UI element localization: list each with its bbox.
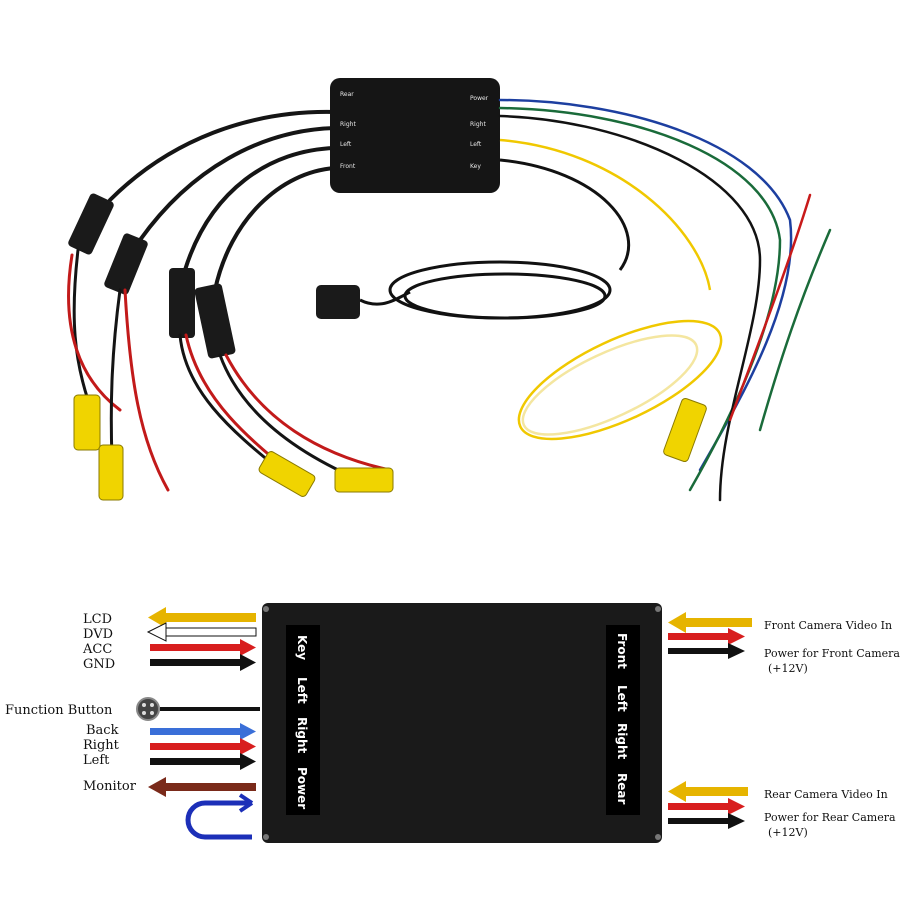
- label-front-power: Power for Front Camera: [764, 647, 900, 660]
- box-right-label-front: Front: [615, 633, 629, 669]
- module-port-bottom-4: Key: [470, 163, 481, 170]
- left-cable-bundle: [108, 109, 337, 292]
- right-yellow-rca-plug: [663, 397, 707, 463]
- product-photo: Rear Right Left Front Power Right Left K…: [67, 78, 832, 502]
- function-button-icon: [136, 697, 260, 721]
- box-left-label-left: Left: [295, 677, 309, 704]
- arrow-gnd: [150, 654, 256, 671]
- module-port-bottom-3: Left: [470, 141, 482, 148]
- label-rear-video: Rear Camera Video In: [764, 788, 888, 801]
- module-port-top-3: Left: [340, 141, 352, 148]
- arrow-front-power-red: [668, 628, 745, 645]
- box-left-label-power: Power: [295, 767, 309, 809]
- box-right-label-right: Right: [615, 723, 629, 759]
- control-box: Key Left Right Power Front Left Right Re…: [262, 603, 662, 843]
- label-front-video: Front Camera Video In: [764, 619, 892, 632]
- arrow-dvd: [146, 622, 257, 642]
- label-gnd: GND: [83, 657, 115, 672]
- module-port-top-2: Right: [340, 121, 356, 128]
- arrow-rear-video: [668, 781, 748, 802]
- label-dvd: DVD: [83, 627, 113, 642]
- function-button-cable: [359, 158, 631, 320]
- arrow-acc: [150, 639, 256, 656]
- label-back: Back: [86, 723, 119, 738]
- function-button: [316, 285, 360, 319]
- label-monitor: Monitor: [83, 779, 137, 794]
- label-right: Right: [83, 738, 120, 753]
- module-port-bottom-2: Right: [470, 121, 486, 128]
- yellow-rca-plugs: [73, 394, 394, 501]
- box-right-label-left: Left: [615, 685, 629, 712]
- box-left-label-right: Right: [295, 717, 309, 753]
- module-port-bottom-1: Power: [470, 95, 489, 102]
- arrow-front-video: [668, 612, 752, 633]
- arrow-front-power-black: [668, 643, 745, 659]
- inline-connectors: [68, 193, 236, 359]
- loop-connector: [185, 793, 254, 840]
- box-left-label-key: Key: [295, 635, 309, 660]
- main-module: Rear Right Left Front Power Right Left K…: [330, 78, 500, 193]
- label-acc: ACC: [82, 642, 112, 657]
- label-rear-power: Power for Rear Camera: [764, 811, 896, 824]
- label-rear-voltage: (+12V): [768, 826, 808, 839]
- label-front-voltage: (+12V): [768, 662, 808, 675]
- module-port-top-4: Front: [340, 163, 356, 170]
- arrow-right: [150, 738, 256, 755]
- box-right-label-rear: Rear: [615, 773, 629, 804]
- arrow-left: [150, 753, 256, 770]
- label-function-button: Function Button: [5, 703, 113, 718]
- arrow-lcd: [148, 607, 256, 628]
- label-left: Left: [83, 753, 110, 768]
- module-port-top-1: Rear: [340, 91, 354, 98]
- arrow-back: [150, 723, 256, 740]
- arrow-rear-power-black: [668, 813, 745, 829]
- arrow-rear-power-red: [668, 798, 745, 815]
- label-lcd: LCD: [83, 612, 112, 627]
- wiring-diagram: Key Left Right Power Front Left Right Re…: [5, 603, 900, 843]
- yellow-video-coil: [499, 138, 723, 441]
- right-wire-bundle: [498, 98, 832, 502]
- arrow-monitor: [148, 777, 256, 797]
